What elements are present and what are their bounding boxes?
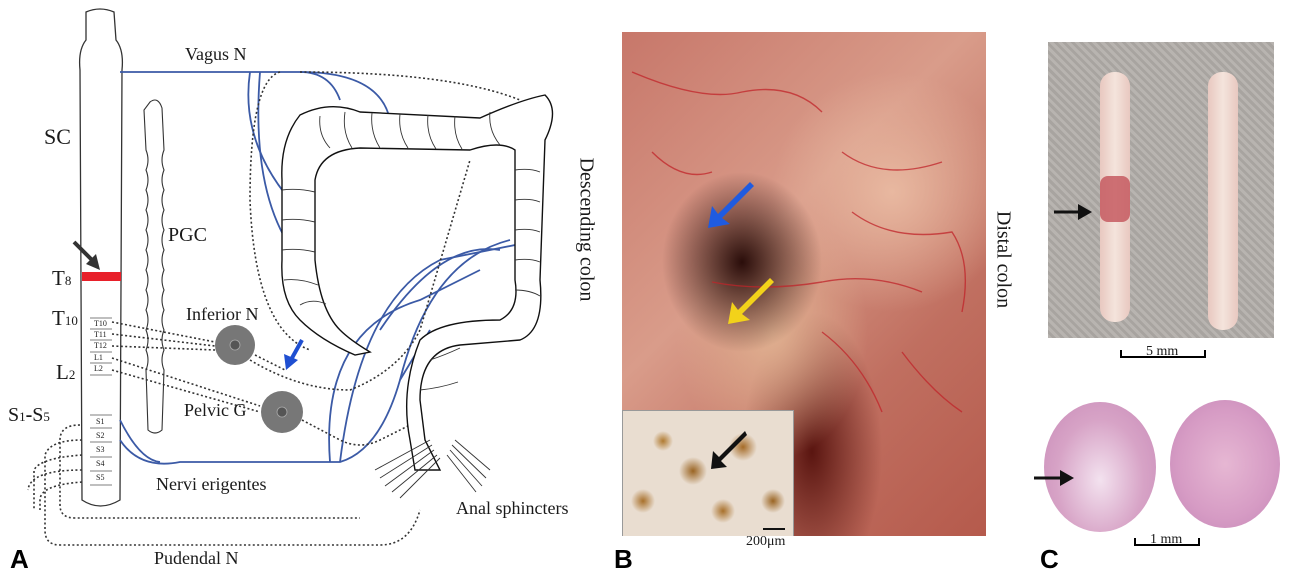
black-arrow-inset-icon [711,431,747,469]
black-arrow-cord-icon [1078,204,1092,220]
segment-t11: T11 [94,330,107,339]
histology-inset [622,410,794,536]
panel-a-diagram [0,0,600,574]
segment-t10: T10 [94,319,107,328]
t8-label: T8 [52,266,71,291]
pgc-label: PGC [168,224,207,247]
inset-scale-label: 200μm [746,534,785,550]
inferior-n-label: Inferior N [186,304,258,325]
anal-sphincters-label: Anal sphincters [456,498,568,519]
blue-arrow-photo-icon [708,182,754,228]
t10-label: T10 [52,306,78,331]
vagus-label: Vagus N [185,44,247,65]
spinal-cord-photo [1048,42,1274,338]
segment-s4: S4 [96,459,104,468]
panel-letter-c: C [1040,544,1059,575]
segment-t12: T12 [94,341,107,350]
pgc-chain [144,100,164,433]
panel-b: 200μm Distal colon B [600,0,1020,574]
pudendal-n-label: Pudendal N [154,548,239,569]
panel-letter-b: B [614,544,633,575]
segment-s1: S1 [96,417,104,426]
descending-colon-label: Descending colon [575,140,598,320]
cross-section-intact [1170,400,1280,528]
segment-l2: L2 [94,364,103,373]
colon-outline [282,95,553,470]
segment-s5: S5 [96,473,104,482]
surgical-photo [622,32,986,536]
segment-s3: S3 [96,445,104,454]
sc-label: SC [44,124,71,150]
cross-section-injured [1044,402,1156,532]
segment-s2: S2 [96,431,104,440]
nervi-erigentes-label: Nervi erigentes [156,474,266,495]
s1-s5-label: S1-S5 [8,404,50,427]
segment-l1: L1 [94,353,103,362]
pelvic-g-label: Pelvic G [184,400,247,421]
t8-lesion [82,272,121,281]
l2-label: L2 [56,360,75,385]
panel-c: 5 mm 1 mm C [1020,0,1298,574]
panel-letter-a: A [10,544,29,575]
scale-1mm-label: 1 mm [1150,532,1182,548]
scale-5mm-label: 5 mm [1146,344,1178,360]
distal-colon-label: Distal colon [992,195,1015,325]
panel-a: Vagus N SC PGC T8 T10 L2 S1-S5 T10 T11 T… [0,0,600,574]
